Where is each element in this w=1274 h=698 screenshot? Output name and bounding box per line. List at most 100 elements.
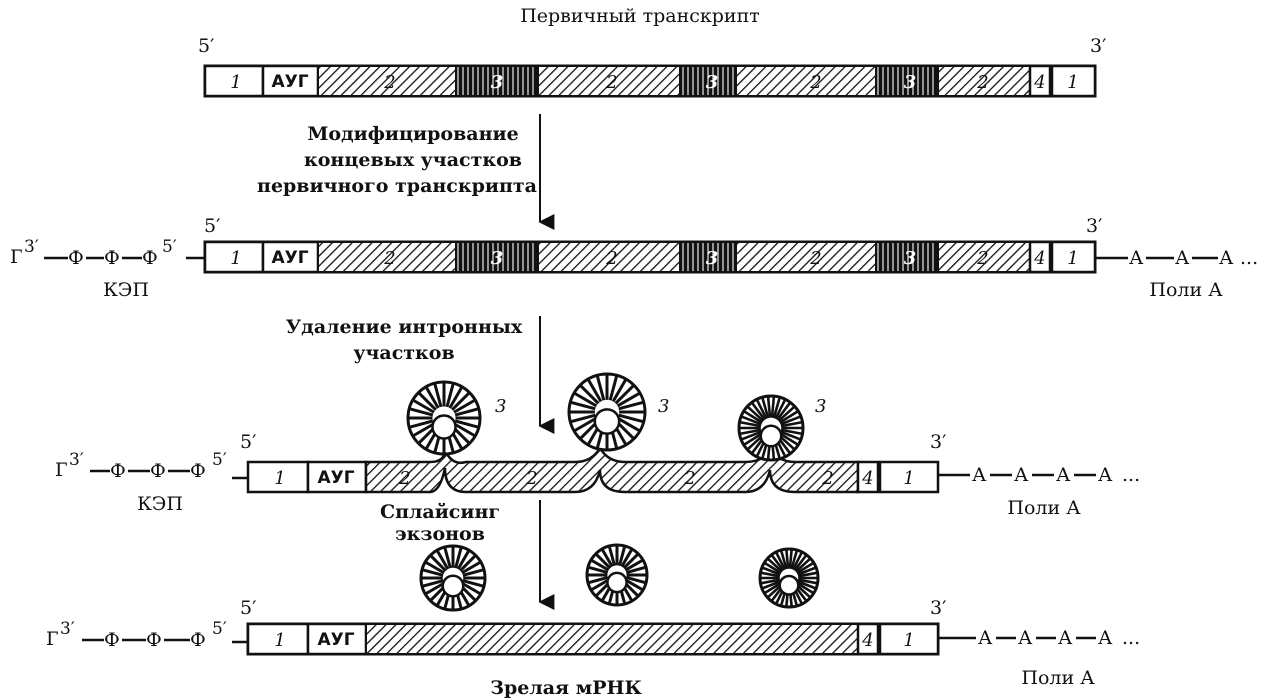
svg-text:Поли А: Поли А bbox=[1021, 667, 1095, 689]
svg-text:3′: 3′ bbox=[60, 619, 75, 639]
svg-text:2: 2 bbox=[976, 248, 988, 269]
svg-text:2: 2 bbox=[525, 468, 537, 489]
exon-1-label: 1 bbox=[230, 72, 241, 93]
svg-text:Поли А: Поли А bbox=[1007, 497, 1081, 519]
svg-text:3: 3 bbox=[706, 248, 719, 269]
svg-text:Ф: Ф bbox=[110, 460, 126, 482]
svg-text:4: 4 bbox=[861, 468, 873, 489]
intron-label-1: 3 bbox=[495, 396, 506, 417]
mature-label: Зрелая мРНК bbox=[490, 677, 642, 698]
intron-3c bbox=[875, 65, 939, 97]
svg-text:3′: 3′ bbox=[24, 237, 39, 257]
svg-text:2: 2 bbox=[398, 468, 410, 489]
exon-2c bbox=[735, 65, 877, 97]
svg-text:А: А bbox=[972, 464, 987, 486]
svg-text:Г: Г bbox=[55, 459, 68, 481]
svg-text:5′: 5′ bbox=[162, 237, 177, 257]
modified-transcript: Г 3′ Ф Ф Ф 5′ КЭП 5′ 3′ 1 АУГ 2 3 2 3 2 … bbox=[10, 215, 1258, 301]
cap-phi-1: Ф bbox=[68, 247, 84, 269]
svg-text:2: 2 bbox=[605, 72, 617, 93]
svg-text:1: 1 bbox=[1067, 72, 1078, 93]
exon-2d bbox=[937, 65, 1031, 97]
svg-text:2: 2 bbox=[809, 72, 821, 93]
intron-3a bbox=[455, 65, 539, 97]
svg-text:АУГ: АУГ bbox=[317, 630, 354, 650]
svg-text:Ф: Ф bbox=[190, 629, 206, 651]
removed-introns bbox=[419, 543, 820, 612]
exon-2b bbox=[537, 65, 681, 97]
svg-text:А: А bbox=[1014, 464, 1029, 486]
svg-text:Ф: Ф bbox=[190, 460, 206, 482]
svg-text:4: 4 bbox=[861, 630, 873, 651]
svg-text:3: 3 bbox=[706, 72, 719, 93]
step1-line3: первичного транскрипта bbox=[257, 175, 537, 197]
svg-text:5′: 5′ bbox=[212, 450, 227, 470]
polya-a-3: А bbox=[1219, 247, 1234, 269]
step1-line1: Модифицирование bbox=[307, 123, 518, 145]
step1-line2: концевых участков bbox=[304, 149, 522, 171]
splicing-row: Г 3′ Ф Ф Ф 5′ КЭП 5′ 3′ 1 АУГ 2 2 2 2 4 … bbox=[55, 372, 1140, 519]
exon-1-end-box bbox=[1050, 64, 1097, 98]
svg-text:3′: 3′ bbox=[69, 450, 84, 470]
svg-text:3: 3 bbox=[491, 248, 504, 269]
svg-text:1: 1 bbox=[274, 468, 285, 489]
svg-text:5′: 5′ bbox=[240, 597, 256, 619]
svg-text:А: А bbox=[1098, 464, 1113, 486]
cap-phi-3: Ф bbox=[142, 247, 158, 269]
svg-text:2: 2 bbox=[809, 248, 821, 269]
intron-lariat-3 bbox=[737, 394, 805, 462]
svg-text:3: 3 bbox=[904, 248, 917, 269]
svg-text:Ф: Ф bbox=[104, 629, 120, 651]
cap-phi-2: Ф bbox=[104, 247, 120, 269]
svg-text:Г: Г bbox=[46, 628, 59, 650]
svg-text:5′: 5′ bbox=[204, 215, 220, 237]
svg-text:2: 2 bbox=[821, 468, 833, 489]
svg-text:2: 2 bbox=[976, 72, 988, 93]
svg-text:2: 2 bbox=[605, 248, 617, 269]
polya-a-2: А bbox=[1175, 247, 1190, 269]
svg-text:5′: 5′ bbox=[212, 619, 227, 639]
svg-text:3: 3 bbox=[904, 72, 917, 93]
svg-text:1: 1 bbox=[274, 630, 285, 651]
svg-text:1: 1 bbox=[1067, 248, 1078, 269]
svg-text:АУГ: АУГ bbox=[317, 468, 354, 488]
intron-loops bbox=[406, 372, 805, 462]
removed-intron-1 bbox=[419, 544, 487, 612]
polya-label: Поли А bbox=[1149, 279, 1223, 301]
svg-text:Ф: Ф bbox=[150, 460, 166, 482]
svg-text:3′: 3′ bbox=[1086, 215, 1102, 237]
svg-text:А: А bbox=[1018, 627, 1033, 649]
three-prime-label: 3′ bbox=[1090, 35, 1106, 57]
exon-4-box bbox=[1028, 64, 1052, 98]
polya-a-1: А bbox=[1129, 247, 1144, 269]
intron-lariat-2 bbox=[567, 372, 647, 452]
svg-text:2: 2 bbox=[683, 468, 695, 489]
svg-text:2: 2 bbox=[383, 248, 395, 269]
mature-mrna: Г 3′ Ф Ф Ф 5′ 5′ 3′ 1 АУГ 4 1 А А А А ..… bbox=[46, 597, 1140, 698]
exon-1-box bbox=[203, 64, 265, 98]
svg-text:4: 4 bbox=[1033, 248, 1045, 269]
removed-intron-2 bbox=[585, 543, 649, 607]
svg-text:КЭП: КЭП bbox=[137, 493, 183, 515]
svg-text:1: 1 bbox=[903, 468, 914, 489]
step3-line2: экзонов bbox=[395, 523, 485, 545]
svg-text:3′: 3′ bbox=[930, 431, 946, 453]
intron-lariat-1 bbox=[406, 380, 482, 456]
svg-text:...: ... bbox=[1122, 627, 1140, 649]
svg-text:АУГ: АУГ bbox=[271, 248, 308, 268]
cap-g: Г bbox=[10, 246, 23, 268]
svg-text:...: ... bbox=[1240, 247, 1258, 269]
removed-intron-3 bbox=[758, 547, 820, 609]
primary-transcript: 5′ 3′ 1 АУГ 2 3 2 3 2 3 2 4 1 bbox=[198, 35, 1106, 98]
aug-box bbox=[261, 64, 320, 98]
svg-text:А: А bbox=[1056, 464, 1071, 486]
aug-label: АУГ bbox=[271, 72, 308, 92]
svg-text:1: 1 bbox=[230, 248, 241, 269]
five-prime-label: 5′ bbox=[198, 35, 214, 57]
svg-text:3′: 3′ bbox=[930, 597, 946, 619]
svg-text:...: ... bbox=[1122, 464, 1140, 486]
step2-line1: Удаление интронных bbox=[286, 316, 523, 338]
intron-3b bbox=[679, 65, 737, 97]
step2-line2: участков bbox=[353, 342, 454, 364]
